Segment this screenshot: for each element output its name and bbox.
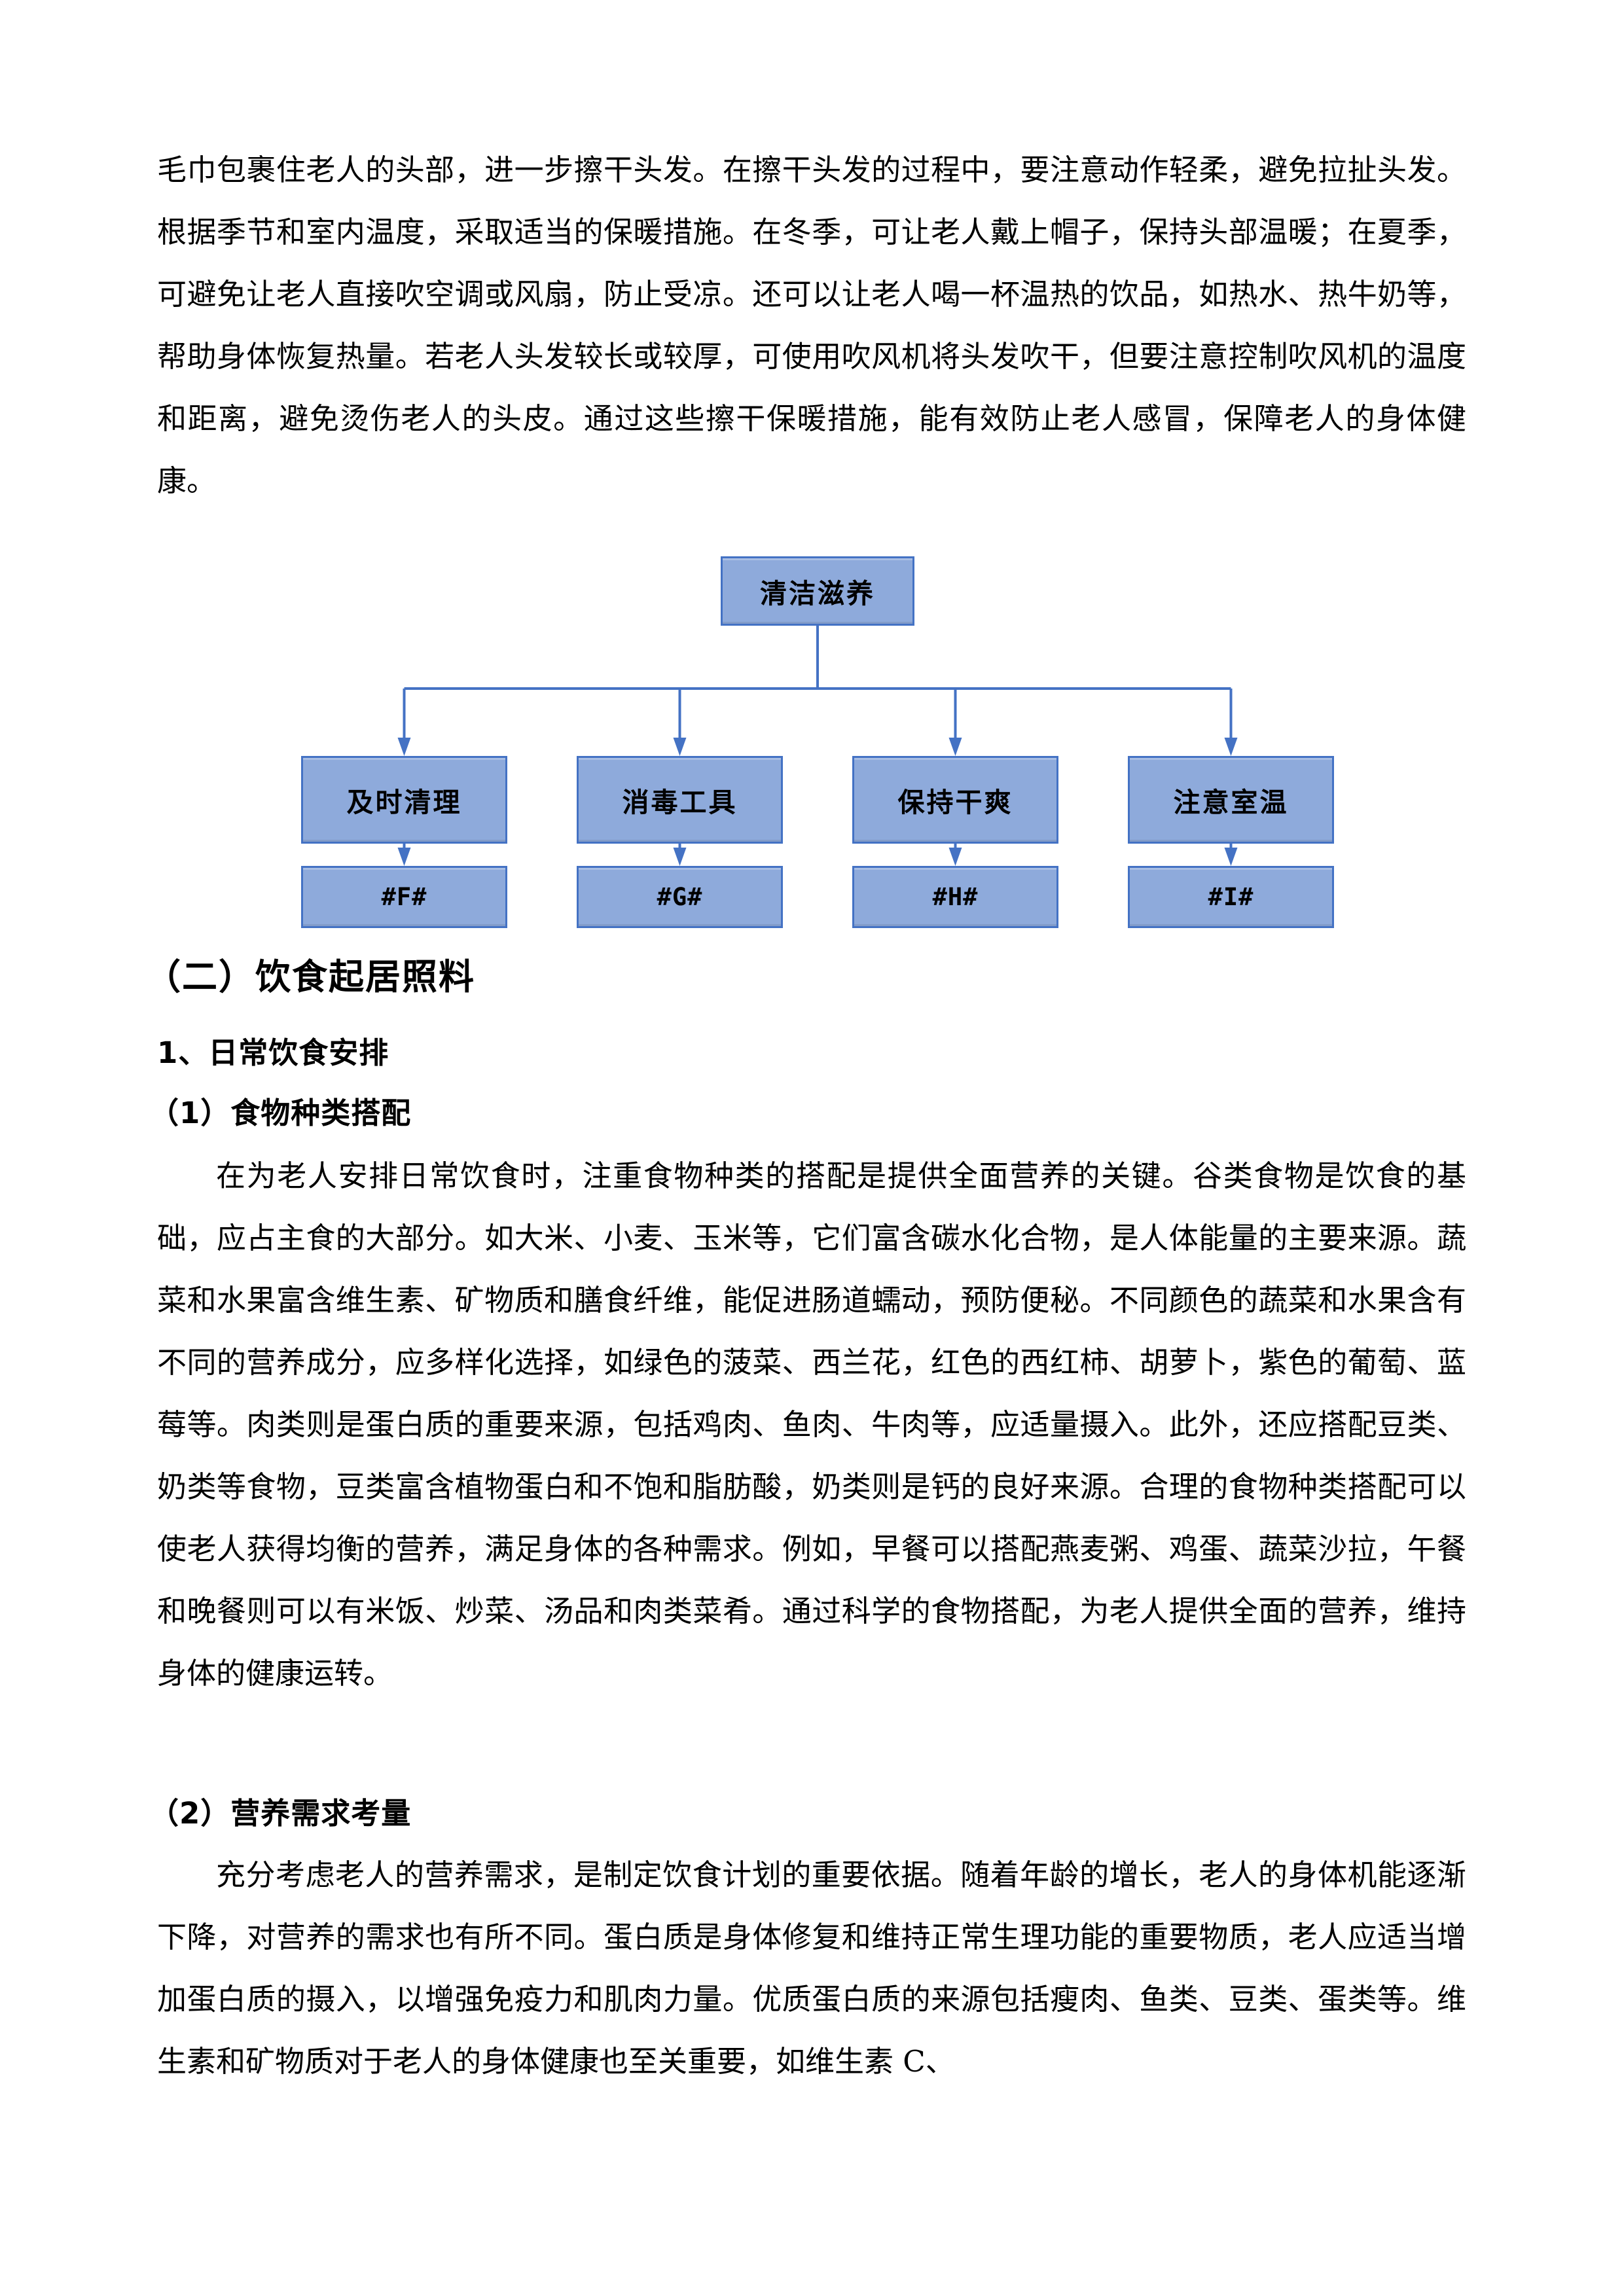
section-heading-diet-daily-care: （二）饮食起居照料 [145, 956, 475, 997]
sub-heading-daily-diet-arrangement: 1、日常饮食安排 [157, 1035, 389, 1070]
paragraph-drying-warmth: 毛巾包裹住老人的头部，进一步擦干头发。在擦干头发的过程中，要注意动作轻柔，避免拉… [157, 152, 1466, 498]
point-heading-nutrition-needs: （2）营养需求考量 [149, 1796, 412, 1831]
flowchart-placeholder-f: #F# [301, 866, 507, 928]
flowchart-placeholder-g: #G# [577, 866, 783, 928]
point-heading-food-variety: （1）食物种类搭配 [149, 1096, 412, 1130]
flowchart-placeholder-i: #I# [1128, 866, 1334, 928]
flowchart-placeholder-h: #H# [852, 866, 1058, 928]
flowchart-node-disinfect-tools: 消毒工具 [577, 756, 783, 844]
flowchart-node-room-temperature: 注意室温 [1128, 756, 1334, 844]
paragraph-nutrition-needs: 充分考虑老人的营养需求，是制定饮食计划的重要依据。随着年龄的增长，老人的身体机能… [157, 1857, 1466, 2079]
paragraph-food-variety: 在为老人安排日常饮食时，注重食物种类的搭配是提供全面营养的关键。谷类食物是饮食的… [157, 1158, 1466, 1691]
flowchart-node-root: 清洁滋养 [721, 556, 914, 626]
flowchart-connectors [397, 626, 1238, 866]
arrowhead-icons [397, 738, 1238, 866]
flowchart-cleaning-nourishment: 清洁滋养 及时清理 消毒工具 保持干爽 注意室温 #F# #G# #H# #I# [301, 556, 1334, 936]
flowchart-node-keep-dry: 保持干爽 [852, 756, 1058, 844]
flowchart-node-timely-cleanup: 及时清理 [301, 756, 507, 844]
